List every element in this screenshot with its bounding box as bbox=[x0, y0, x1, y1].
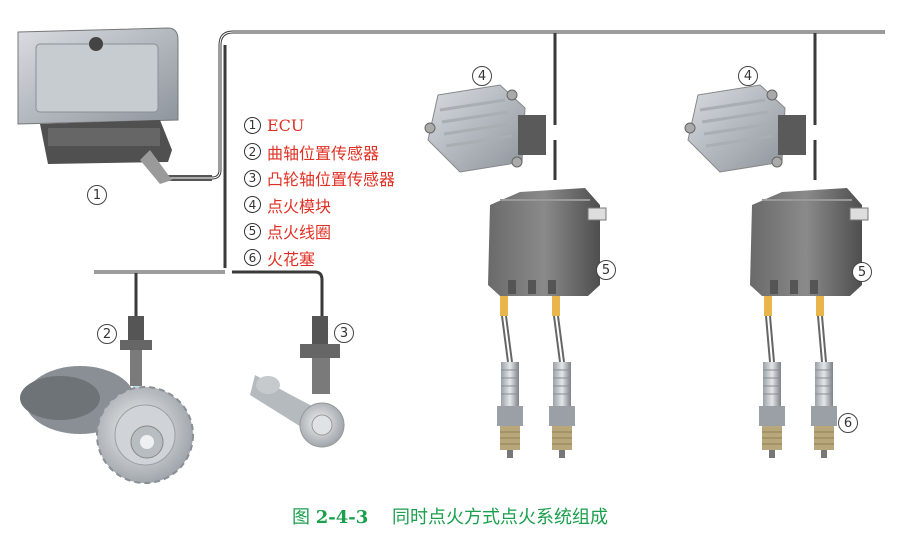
callout-coil-b: 5 bbox=[852, 262, 872, 282]
legend-label: 曲轴位置传感器 bbox=[267, 143, 380, 163]
ecu-unit bbox=[17, 27, 179, 184]
legend-label: ECU bbox=[267, 115, 305, 135]
ignition-module-b bbox=[684, 84, 806, 173]
ignition-coil-a bbox=[488, 188, 607, 316]
legend-item-ignition-coil: 5 点火线圈 bbox=[244, 218, 395, 245]
legend-number: 2 bbox=[244, 143, 261, 161]
legend-item-cam-sensor: 3 凸轮轴位置传感器 bbox=[244, 165, 395, 192]
callout-spark-plug: 6 bbox=[838, 413, 858, 433]
legend-item-ecu: 1 ECU bbox=[244, 112, 395, 139]
legend-item-ignition-module: 4 点火模块 bbox=[244, 192, 395, 219]
ignition-coil-b bbox=[750, 188, 869, 316]
camshaft bbox=[250, 375, 345, 448]
ignition-module-a bbox=[424, 84, 546, 173]
legend-item-spark-plug: 6 火花塞 bbox=[244, 245, 395, 272]
legend-number: 5 bbox=[244, 222, 261, 240]
ht-leads bbox=[501, 315, 827, 363]
legend-item-crank-sensor: 2 曲轴位置传感器 bbox=[244, 139, 395, 166]
legend-label: 点火线圈 bbox=[267, 223, 332, 243]
spark-plug-4 bbox=[811, 362, 837, 458]
legend: 1 ECU 2 曲轴位置传感器 3 凸轮轴位置传感器 4 点火模块 5 点火线圈… bbox=[244, 112, 395, 271]
caption-prefix: 图 bbox=[292, 507, 310, 528]
legend-label: 凸轮轴位置传感器 bbox=[267, 170, 396, 190]
spark-plug-3 bbox=[759, 362, 785, 458]
crankshaft bbox=[20, 366, 194, 484]
spark-plug-2 bbox=[549, 362, 575, 458]
legend-number: 1 bbox=[244, 116, 261, 134]
spark-plug-1 bbox=[497, 362, 523, 458]
legend-label: 点火模块 bbox=[267, 196, 332, 216]
callout-crank-sensor: 2 bbox=[97, 324, 117, 344]
callout-cam-sensor: 3 bbox=[334, 323, 354, 343]
callout-module-b: 4 bbox=[738, 66, 758, 86]
callout-ecu: 1 bbox=[87, 185, 107, 205]
caption-title: 同时点火方式点火系统组成 bbox=[391, 507, 608, 528]
figure-caption: 图 2-4-3 同时点火方式点火系统组成 bbox=[0, 503, 900, 529]
ignition-system-diagram bbox=[17, 27, 885, 484]
caption-number: 2-4-3 bbox=[315, 507, 369, 528]
legend-number: 6 bbox=[244, 249, 261, 267]
cam-sensor bbox=[300, 316, 340, 394]
callout-module-a: 4 bbox=[472, 66, 492, 86]
legend-number: 3 bbox=[244, 169, 261, 187]
legend-label: 火花塞 bbox=[267, 249, 316, 269]
legend-number: 4 bbox=[244, 196, 261, 214]
callout-coil-a: 5 bbox=[596, 260, 616, 280]
